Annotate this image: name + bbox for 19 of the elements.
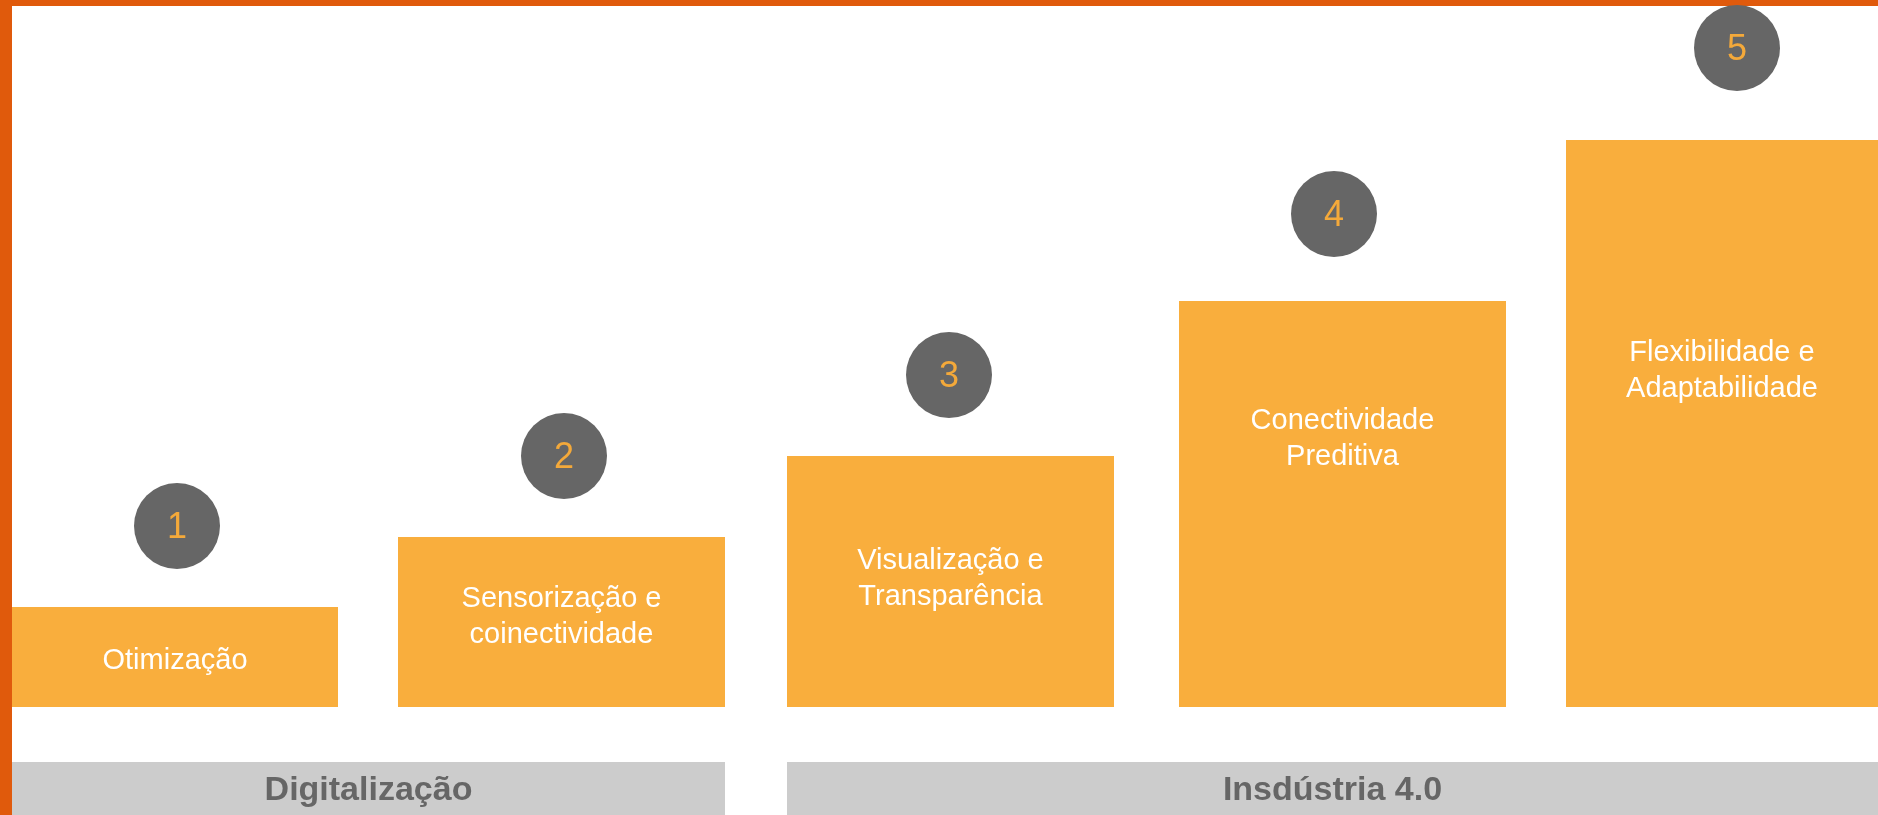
- step-number: 2: [554, 435, 574, 477]
- step-number: 3: [939, 354, 959, 396]
- step-bar: [1566, 140, 1878, 707]
- step-bar: [398, 537, 725, 707]
- category-band: [12, 762, 725, 815]
- step-label: Conectividade Preditiva: [1249, 402, 1436, 474]
- step-number: 4: [1324, 193, 1344, 235]
- step-bar: [787, 456, 1114, 707]
- step-label: Otimização: [102, 642, 248, 677]
- step-label: Sensorização e coinectividade: [460, 580, 663, 652]
- step-bar: [12, 607, 338, 707]
- step-number: 1: [167, 505, 187, 547]
- step-number: 5: [1727, 27, 1747, 69]
- step-label: Visualização e Transparência: [856, 542, 1045, 614]
- category-band: [787, 762, 1878, 815]
- step-label: Flexibilidade e Adaptabilidade: [1625, 334, 1819, 406]
- step-bar: [1179, 301, 1506, 707]
- category-label: Insdústria 4.0: [1222, 769, 1443, 808]
- category-label: Digitalização: [264, 769, 473, 808]
